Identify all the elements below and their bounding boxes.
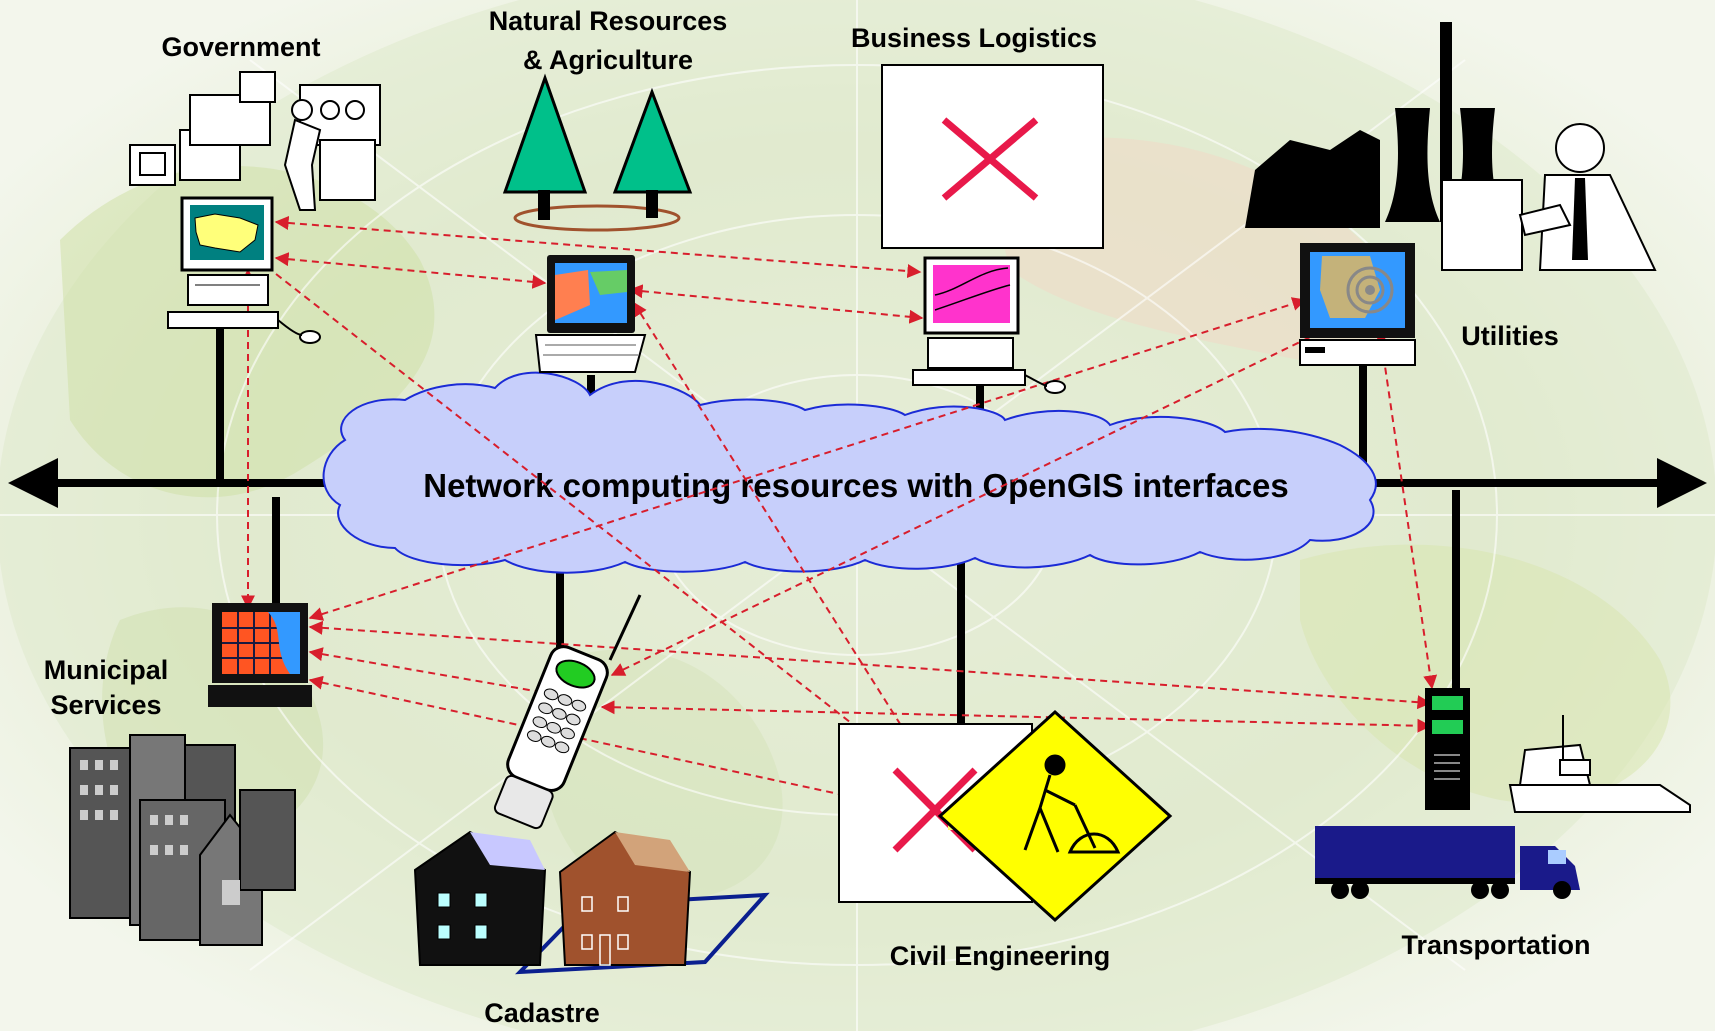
network-title: Network computing resources with OpenGIS… bbox=[423, 467, 1289, 504]
natural-resources-label-line1: Natural Resources bbox=[489, 6, 728, 36]
natural-resources-label-line2: & Agriculture bbox=[523, 45, 693, 75]
transportation-node: Transportation bbox=[1315, 688, 1691, 960]
city-buildings-icon bbox=[69, 734, 296, 946]
natural-laptop-icon bbox=[534, 255, 647, 373]
houses-parcel-icon bbox=[413, 830, 770, 975]
business-workstation-icon bbox=[912, 256, 1066, 394]
municipal-label-line1: Municipal bbox=[44, 655, 169, 685]
civil-engineering-label: Civil Engineering bbox=[890, 941, 1111, 971]
pine-trees-icon bbox=[502, 73, 693, 232]
mobile-phone-icon bbox=[493, 594, 642, 830]
road-work-sign-icon bbox=[838, 709, 1173, 923]
natural-resources-node: Natural Resources & Agriculture bbox=[489, 6, 728, 373]
utilities-workstation-icon bbox=[1299, 243, 1416, 366]
data-links bbox=[241, 215, 1438, 823]
municipal-workstation-icon bbox=[208, 603, 312, 707]
government-node: Government bbox=[129, 32, 381, 344]
utilities-label: Utilities bbox=[1461, 321, 1559, 351]
government-workstation-icon bbox=[167, 196, 321, 344]
business-logistics-node: Business Logistics bbox=[851, 23, 1104, 394]
civil-engineering-node: Civil Engineering bbox=[838, 709, 1173, 971]
server-icon bbox=[1425, 688, 1470, 810]
government-label: Government bbox=[161, 32, 320, 62]
power-plant-worker-icon bbox=[1245, 22, 1657, 271]
municipal-label-line2: Services bbox=[50, 690, 161, 720]
utilities-node: Utilities bbox=[1245, 22, 1657, 366]
cadastre-node: Cadastre bbox=[413, 594, 770, 1028]
missing-image-icon bbox=[881, 64, 1104, 249]
transportation-label: Transportation bbox=[1401, 930, 1590, 960]
business-logistics-label: Business Logistics bbox=[851, 23, 1097, 53]
cadastre-label: Cadastre bbox=[484, 998, 600, 1028]
municipal-services-node: Municipal Services bbox=[44, 603, 312, 946]
truck-boat-icon bbox=[1315, 715, 1691, 899]
mainframe-operator-icon bbox=[129, 71, 381, 211]
